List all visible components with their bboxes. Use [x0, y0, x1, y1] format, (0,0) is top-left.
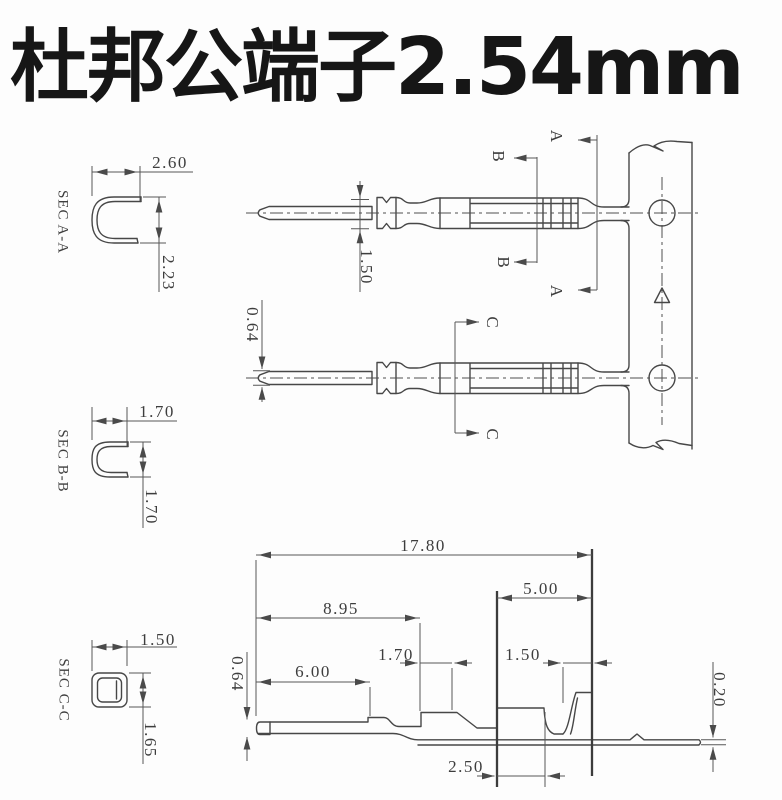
dim-pin-thickness: 0.64 [228, 656, 247, 692]
cut-marker-b-bottom: B [494, 256, 513, 268]
cut-marker-c-bottom: C [483, 428, 502, 440]
dim-sec-b-width: 1.70 [139, 402, 175, 421]
dim-crimp-length: 5.00 [523, 579, 559, 598]
dim-total-length: 17.80 [400, 536, 446, 555]
dim-body-length: 8.95 [323, 599, 359, 618]
dim-pin-diameter: 0.64 [243, 307, 262, 343]
dim-pin-square: 1.50 [357, 249, 376, 285]
dim-crimp-width: 2.50 [448, 757, 484, 776]
section-c-drawing [91, 640, 177, 764]
dim-sec-c-height: 1.65 [141, 722, 160, 758]
section-b-drawing [91, 407, 177, 528]
dim-pin-length: 6.00 [295, 662, 331, 681]
cut-marker-c-top: C [483, 316, 502, 328]
cut-marker-a-top: A [547, 129, 566, 143]
dim-strip-thickness: 0.20 [710, 672, 729, 708]
dim-sec-b-height: 1.70 [142, 489, 161, 525]
dim-sec-a-height: 2.23 [159, 255, 178, 291]
dim-groove-width: 1.70 [378, 645, 414, 664]
cut-marker-a-bottom: A [547, 284, 566, 298]
section-a-label: SEC A-A [54, 189, 71, 255]
dim-sec-a-width: 2.60 [152, 153, 188, 172]
page-title: 杜邦公端子2.54mm [10, 21, 745, 113]
carrier-strip-drawing [246, 140, 698, 451]
flat-view-drawing [243, 549, 726, 787]
section-b-label: SEC B-B [54, 429, 71, 493]
dim-flange-gap: 1.50 [505, 645, 541, 664]
round-pin-view-drawing [253, 300, 630, 437]
cut-marker-b-top: B [489, 150, 508, 162]
section-a-drawing [91, 166, 193, 292]
section-c-label: SEC C-C [55, 658, 72, 722]
dim-sec-c-width: 1.50 [140, 630, 176, 649]
